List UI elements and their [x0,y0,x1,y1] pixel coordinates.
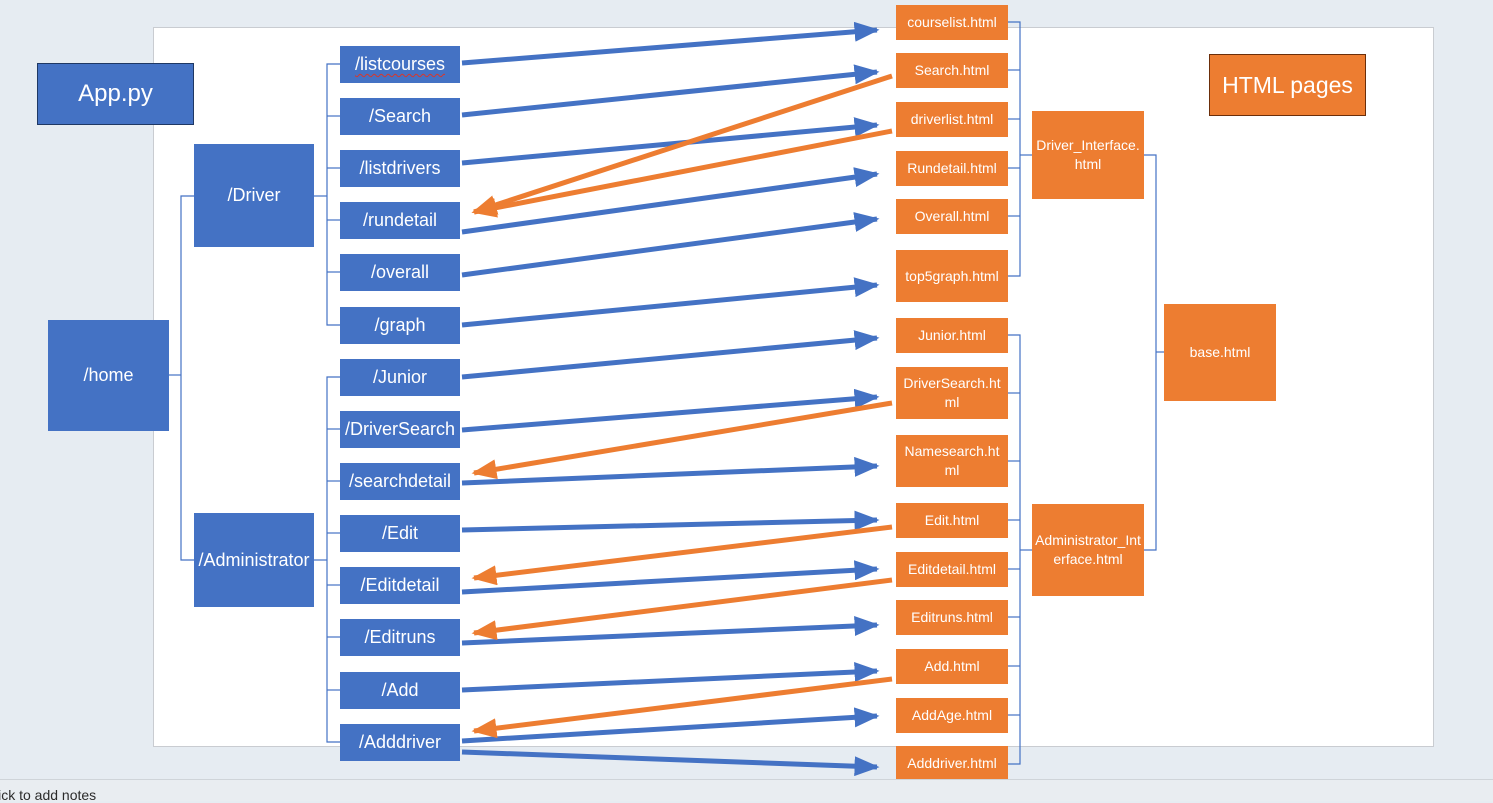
template-junior: Junior.html [896,318,1008,353]
route-searchdetail: /searchdetail [340,463,460,500]
template-driversearch: DriverSearch.html [896,367,1008,419]
route-graph: /graph [340,307,460,344]
notes-placeholder: lick to add notes [0,787,97,803]
route-add: /Add [340,672,460,709]
route-driversearch: /DriverSearch [340,411,460,448]
route-driver: /Driver [194,144,314,247]
template-add: Add.html [896,649,1008,684]
legend-html-pages: HTML pages [1209,54,1366,116]
template-driverlist: driverlist.html [896,102,1008,137]
route-search: /Search [340,98,460,135]
route-junior: /Junior [340,359,460,396]
template-administrator-interface: Administrator_Interface.html [1032,504,1144,596]
template-namesearch: Namesearch.html [896,435,1008,487]
template-top5graph: top5graph.html [896,250,1008,302]
template-driver-interface: Driver_Interface.html [1032,111,1144,199]
route-home: /home [48,320,169,431]
route-listcourses: /listcourses [340,46,460,83]
template-edit: Edit.html [896,503,1008,538]
template-base: base.html [1164,304,1276,401]
render-arrow-adddriver [461,749,880,777]
route-edit: /Edit [340,515,460,552]
route-editruns: /Editruns [340,619,460,656]
route-adddriver: /Adddriver [340,724,460,761]
template-rundetail: Rundetail.html [896,151,1008,186]
route-listdrivers: /listdrivers [340,150,460,187]
route-editdetail: /Editdetail [340,567,460,604]
template-editruns: Editruns.html [896,600,1008,635]
route-administrator: /Administrator [194,513,314,607]
template-adddriver: Adddriver.html [896,746,1008,781]
template-courselist: courselist.html [896,5,1008,40]
route-rundetail: /rundetail [340,202,460,239]
template-editdetail: Editdetail.html [896,552,1008,587]
template-addage: AddAge.html [896,698,1008,733]
notes-pane[interactable]: lick to add notes [0,779,1493,803]
template-overall: Overall.html [896,199,1008,234]
route-overall: /overall [340,254,460,291]
template-search: Search.html [896,53,1008,88]
legend-app-py: App.py [37,63,194,125]
